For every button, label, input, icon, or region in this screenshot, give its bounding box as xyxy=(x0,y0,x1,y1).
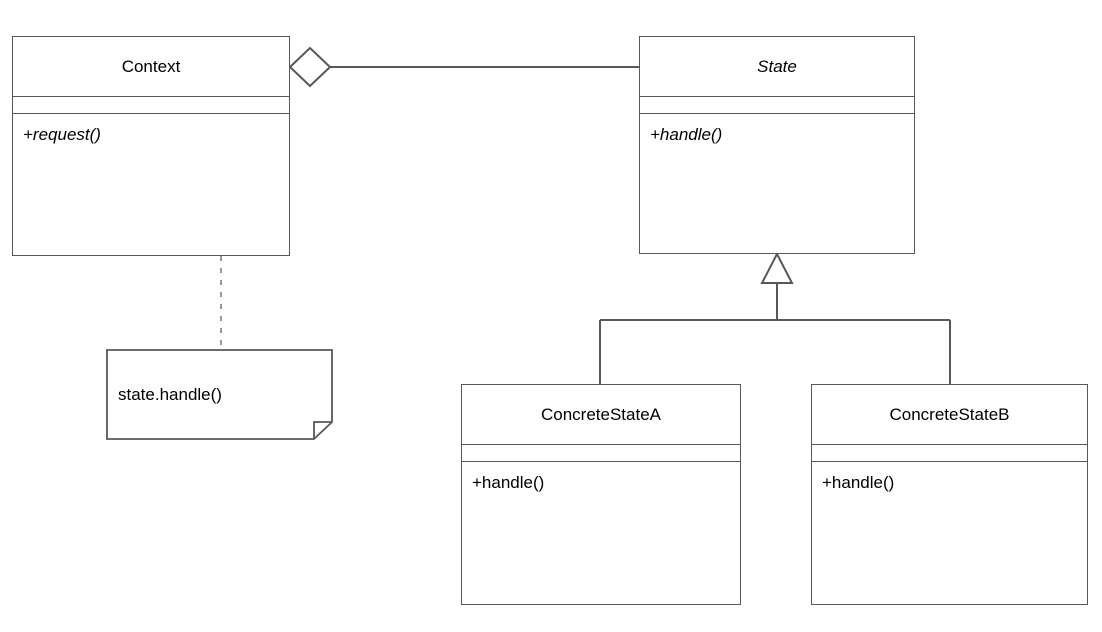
operations-compartment-concretestatea: +handle() xyxy=(462,462,740,604)
note-fold-corner-icon xyxy=(313,421,332,439)
operation-state-handle: +handle() xyxy=(650,125,723,144)
class-name-concretestatea: ConcreteStateA xyxy=(462,385,740,445)
class-name-context: Context xyxy=(13,37,289,97)
attributes-compartment-concretestateb xyxy=(812,445,1087,462)
operations-compartment-state: +handle() xyxy=(640,114,914,253)
operations-compartment-concretestateb: +handle() xyxy=(812,462,1087,604)
note-text-state-handle: state.handle() xyxy=(118,384,222,404)
note-shape-icon xyxy=(106,349,333,440)
class-box-context[interactable]: Context +request() xyxy=(12,36,290,256)
class-name-state: State xyxy=(640,37,914,97)
generalization-tree[interactable] xyxy=(600,254,950,384)
attributes-compartment-state xyxy=(640,97,914,114)
class-box-concretestatea[interactable]: ConcreteStateA +handle() xyxy=(461,384,741,605)
aggregation-context-state[interactable] xyxy=(290,48,639,86)
operation-concretestateb-handle: +handle() xyxy=(822,473,895,492)
note-outline xyxy=(106,349,333,440)
note-box-state-handle[interactable]: state.handle() xyxy=(106,349,333,440)
class-box-state[interactable]: State +handle() xyxy=(639,36,915,254)
class-name-concretestateb: ConcreteStateB xyxy=(812,385,1087,445)
class-box-concretestateb[interactable]: ConcreteStateB +handle() xyxy=(811,384,1088,605)
hollow-diamond-icon xyxy=(290,48,330,86)
operation-concretestatea-handle: +handle() xyxy=(472,473,545,492)
operation-context-request: +request() xyxy=(23,125,101,144)
attributes-compartment-concretestatea xyxy=(462,445,740,462)
attributes-compartment-context xyxy=(13,97,289,114)
operations-compartment-context: +request() xyxy=(13,114,289,255)
hollow-triangle-icon xyxy=(762,254,792,283)
